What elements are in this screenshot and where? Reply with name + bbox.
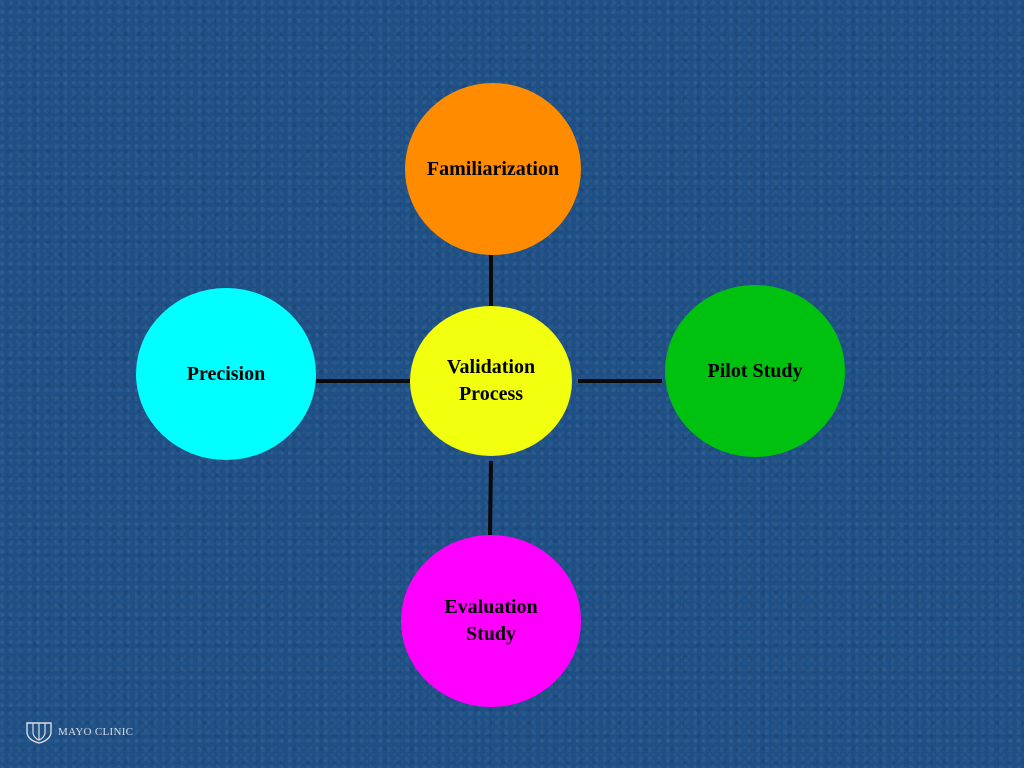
node-familiarization: Familiarization xyxy=(405,83,581,255)
mayo-shield-icon xyxy=(26,722,52,744)
node-validation-process: Validation Process xyxy=(410,306,572,456)
node-precision: Precision xyxy=(136,288,316,460)
connector-bottom xyxy=(488,460,493,536)
node-pilot-study: Pilot Study xyxy=(665,285,845,457)
mayo-clinic-logo: MAYO CLINIC xyxy=(24,720,133,744)
logo-text: MAYO CLINIC xyxy=(58,726,134,738)
node-evaluation-study: Evaluation Study xyxy=(401,535,581,707)
